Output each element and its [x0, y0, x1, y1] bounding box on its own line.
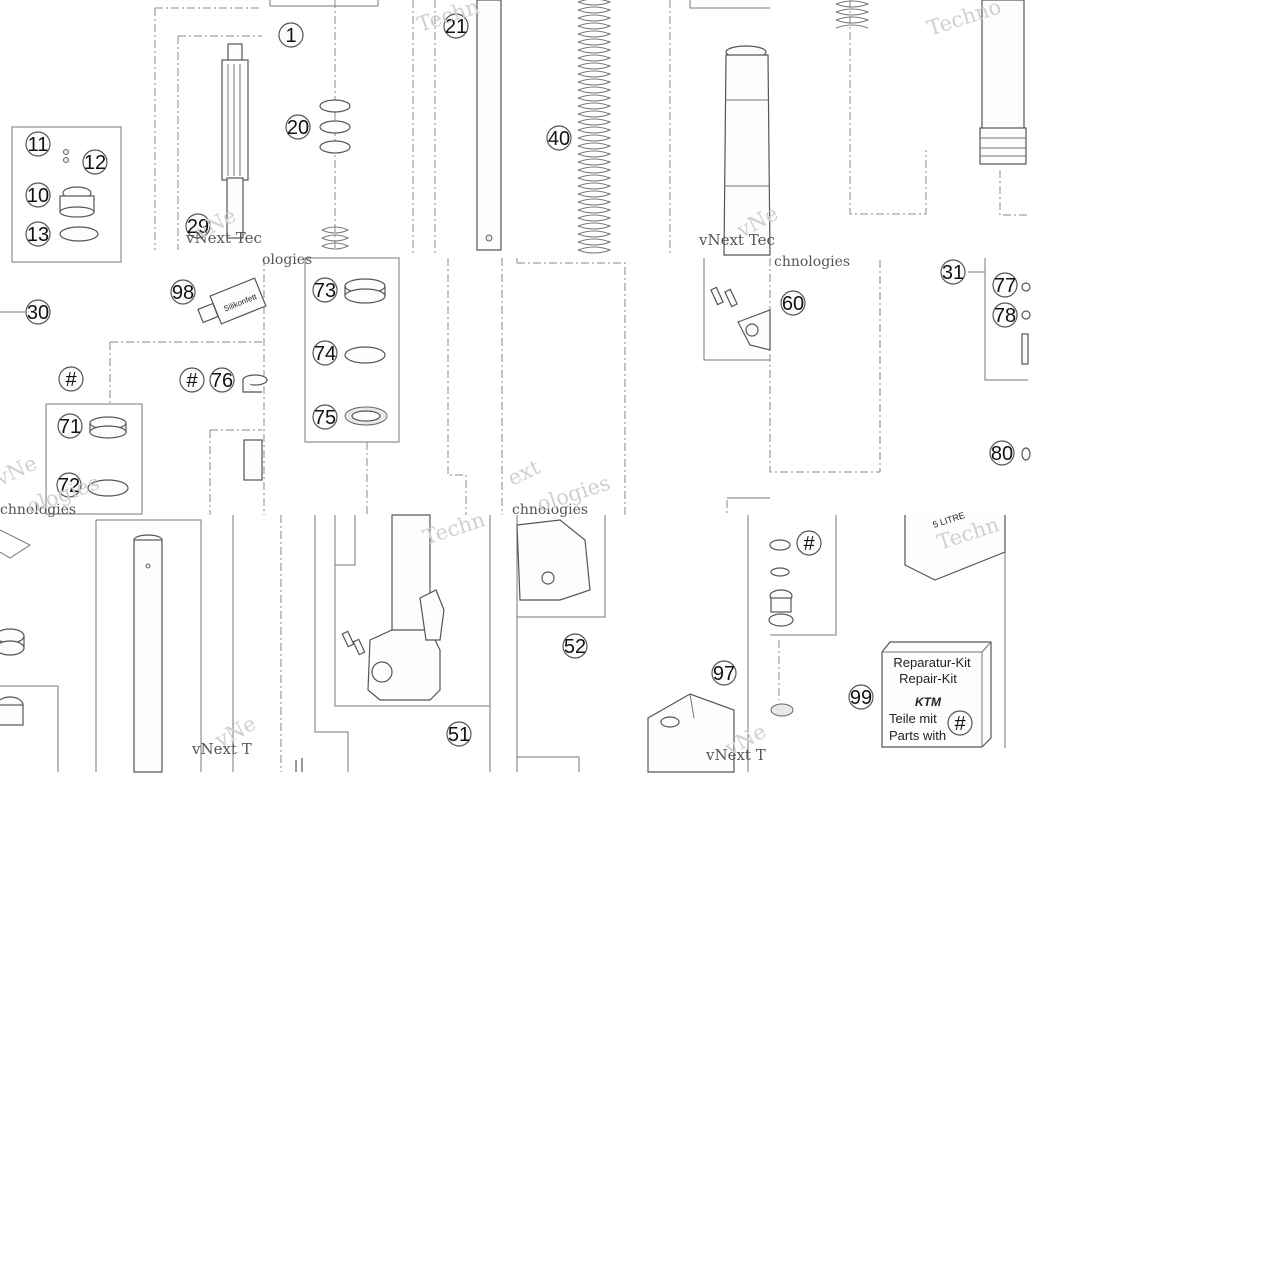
svg-text:40: 40	[548, 128, 570, 150]
svg-text:vNe: vNe	[0, 451, 41, 491]
fork-tube-part	[133, 534, 163, 773]
watermark-overlays: Techn Techno vNext Tec vNe ologies vNext…	[0, 0, 1004, 764]
svg-text:#: #	[65, 369, 77, 391]
svg-text:13: 13	[27, 224, 49, 246]
svg-text:98: 98	[172, 282, 194, 304]
svg-text:21: 21	[445, 16, 467, 38]
svg-text:75: 75	[314, 407, 336, 429]
oil-box-part: 5 LITRE	[904, 510, 1006, 581]
callout-29: 29	[185, 213, 211, 239]
svg-text:vNext Tec: vNext Tec	[185, 229, 262, 247]
svg-text:99: 99	[850, 687, 872, 709]
svg-text:78: 78	[994, 305, 1016, 327]
assembly-guide-lines	[0, 0, 1028, 772]
callout-75: 75	[312, 404, 338, 430]
svg-text:97: 97	[713, 663, 735, 685]
fork-foot-part-51	[341, 514, 445, 701]
svg-text:vNext T: vNext T	[191, 740, 252, 758]
callout-76: 76	[209, 367, 235, 393]
svg-text:Techn: Techn	[420, 507, 488, 549]
callout-1: 1	[278, 22, 304, 48]
axle-bracket-part-52	[516, 519, 591, 601]
callout-10: 10	[25, 182, 51, 208]
callout-51: 51	[446, 721, 472, 747]
svg-text:KTM: KTM	[915, 695, 942, 709]
parts-artwork: Silikonfett	[0, 0, 1031, 773]
svg-text:Reparatur-Kit: Reparatur-Kit	[893, 655, 971, 670]
svg-text:73: 73	[314, 280, 336, 302]
callout-99: 99	[848, 684, 874, 710]
callout-52: 52	[562, 633, 588, 659]
svg-text:72: 72	[58, 475, 80, 497]
svg-text:77: 77	[994, 275, 1016, 297]
callout-73: 73	[312, 277, 338, 303]
callout-98: 98	[170, 279, 196, 305]
svg-text:31: 31	[942, 262, 964, 284]
svg-text:Repair-Kit: Repair-Kit	[899, 671, 957, 686]
callout-77: 77	[992, 272, 1018, 298]
svg-text:12: 12	[84, 152, 106, 174]
svg-text:11: 11	[28, 134, 49, 156]
svg-text:74: 74	[314, 343, 336, 365]
cartridge-part	[979, 0, 1027, 165]
svg-text:51: 51	[448, 724, 470, 746]
callout-hash-box: #	[947, 710, 973, 736]
svg-text:1: 1	[285, 25, 296, 47]
svg-text:ologies: ologies	[262, 252, 312, 268]
callout-97: 97	[711, 660, 737, 686]
axle-clamp-part-60	[710, 286, 771, 351]
svg-text:#: #	[954, 713, 966, 735]
svg-text:chnologies: chnologies	[512, 502, 588, 518]
svg-text:20: 20	[287, 117, 309, 139]
svg-text:chnologies: chnologies	[774, 254, 850, 270]
oil-can-part	[647, 693, 735, 773]
repair-kit-box: Reparatur-Kit Repair-Kit KTM Teile mit P…	[881, 641, 992, 748]
callout-30: 30	[25, 299, 51, 325]
callout-12: 12	[82, 149, 108, 175]
callout-20: 20	[285, 114, 311, 140]
callout-13: 13	[25, 221, 51, 247]
callout-11: 11	[25, 131, 51, 157]
adjuster-part-10	[59, 186, 95, 218]
svg-text:10: 10	[27, 185, 49, 207]
callout-21: 21	[443, 13, 469, 39]
callout-60: 60	[780, 290, 806, 316]
svg-text:#: #	[186, 370, 198, 392]
svg-text:76: 76	[211, 370, 233, 392]
callout-hash-kit: #	[796, 530, 822, 556]
callout-72: 72	[56, 472, 82, 498]
svg-text:29: 29	[187, 216, 209, 238]
svg-text:ext: ext	[504, 455, 544, 491]
svg-text:71: 71	[59, 416, 81, 438]
svg-text:Teile mit: Teile mit	[889, 711, 937, 726]
callout-80: 80	[989, 440, 1015, 466]
callout-71: 71	[57, 413, 83, 439]
callout-74: 74	[312, 340, 338, 366]
svg-text:#: #	[803, 533, 815, 555]
svg-text:80: 80	[991, 443, 1013, 465]
grease-tube-part: Silikonfett	[197, 277, 267, 325]
top-cap-part	[768, 589, 794, 627]
svg-text:chnologies: chnologies	[0, 502, 76, 518]
svg-text:60: 60	[782, 293, 804, 315]
svg-text:vNext Tec: vNext Tec	[698, 231, 775, 249]
callout-40: 40	[546, 125, 572, 151]
svg-text:30: 30	[27, 302, 49, 324]
svg-text:vNext T: vNext T	[705, 746, 766, 764]
svg-text:52: 52	[564, 636, 586, 658]
callout-31: 31	[940, 259, 966, 285]
outer-tube-part	[723, 45, 771, 256]
callout-78: 78	[992, 302, 1018, 328]
callout-hash-71: #	[58, 366, 84, 392]
part-callouts: 1 11 12 10 13 20 29 21 40 30 98 # 71 72 …	[25, 13, 1018, 747]
svg-text:Parts with: Parts with	[889, 728, 946, 743]
damper-rod-part	[221, 43, 249, 239]
callout-hash-76: #	[179, 367, 205, 393]
